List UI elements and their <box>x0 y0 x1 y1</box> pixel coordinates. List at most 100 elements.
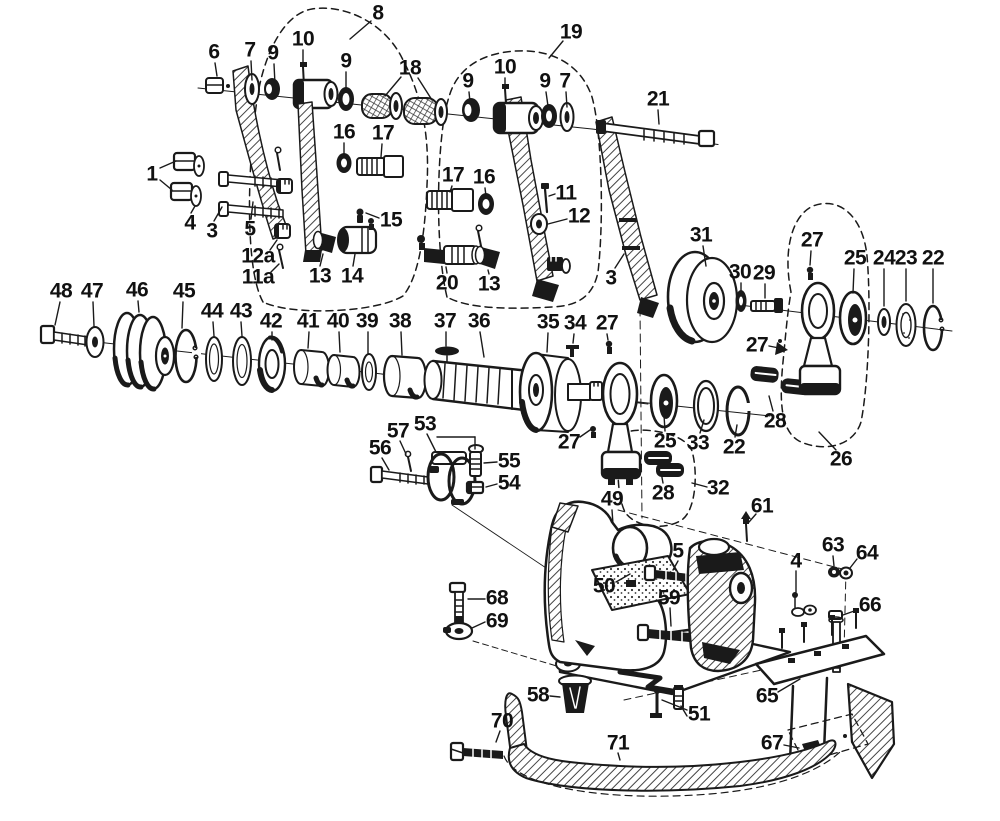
part-number: 54 <box>498 472 521 495</box>
leader-line <box>852 268 855 294</box>
leader-line <box>777 678 801 693</box>
part-number: 15 <box>380 209 403 232</box>
part-label-13: 13 <box>478 269 501 296</box>
leader-line <box>214 62 218 77</box>
part-label-11: 11 <box>548 182 578 205</box>
part-number: 44 <box>201 300 224 323</box>
part-number: 27 <box>558 431 580 454</box>
part-number: 6 <box>208 41 219 64</box>
part-number: 14 <box>341 265 364 288</box>
leader-line <box>479 331 485 358</box>
leader-line <box>349 20 372 40</box>
leader-line <box>614 253 625 269</box>
leader-line <box>565 91 568 108</box>
part-number: 13 <box>478 273 500 296</box>
leader-line <box>549 695 561 698</box>
part-number: 28 <box>764 410 787 433</box>
leader-line <box>818 431 837 451</box>
part-label-51: 51 <box>661 699 711 726</box>
part-number: 9 <box>340 50 351 73</box>
part-number: 12 <box>568 205 590 228</box>
part-number: 42 <box>260 310 282 333</box>
part-label-47: 47 <box>81 280 104 327</box>
part-label-5: 5 <box>244 201 257 241</box>
part-number: 63 <box>822 534 844 557</box>
leader-line <box>783 744 800 749</box>
leader-line <box>579 429 591 438</box>
leader-line <box>680 705 688 717</box>
leader-line <box>212 321 215 337</box>
part-label-16: 16 <box>333 121 356 156</box>
part-number: 37 <box>434 310 456 333</box>
mount-58 <box>558 674 592 713</box>
part-label-27: 27 <box>558 429 591 454</box>
connecting-rod-right <box>798 281 842 396</box>
bolt-55 <box>468 444 484 477</box>
pulley-31 <box>666 250 739 345</box>
part-number: 18 <box>399 57 422 80</box>
part-label-9: 9 <box>340 50 352 93</box>
castle-nut <box>547 257 563 271</box>
part-label-69: 69 <box>471 610 509 633</box>
part-number: 56 <box>369 437 391 460</box>
part-label-48: 48 <box>50 280 73 326</box>
part-label-10: 10 <box>292 28 315 63</box>
part-label-50: 50 <box>593 573 631 598</box>
leader-line <box>617 752 621 761</box>
leader-line <box>699 419 705 434</box>
part-label-64: 64 <box>849 542 879 569</box>
plate-65 <box>754 608 886 765</box>
ball-stud-10b <box>502 84 509 89</box>
part-label-14: 14 <box>341 253 364 288</box>
leader-line <box>691 482 708 488</box>
part-label-25: 25 <box>844 247 867 294</box>
part-number: 39 <box>356 310 378 333</box>
part-number: 55 <box>498 450 521 473</box>
part-label-57: 57 <box>387 420 410 455</box>
leader-line <box>381 457 390 471</box>
leader-line <box>546 332 549 353</box>
leader-line <box>572 333 575 344</box>
fitting-27-rod <box>590 426 596 432</box>
part-number: 26 <box>830 448 852 471</box>
part-number: 71 <box>607 732 630 755</box>
part-label-23: 23 <box>895 247 918 302</box>
part-number: 4 <box>790 550 802 573</box>
leader-line <box>399 440 407 455</box>
part-number: 70 <box>491 710 513 733</box>
leader-line <box>270 263 280 273</box>
idler-shaft-row <box>39 311 642 485</box>
part-label-1: 1 <box>146 160 177 191</box>
part-label-19: 19 <box>548 21 583 59</box>
part-number: 41 <box>297 310 320 333</box>
leader-line <box>748 513 757 523</box>
leader-line <box>213 206 223 222</box>
part-number: 4 <box>184 212 196 235</box>
pins-51 <box>650 685 684 718</box>
leader-line <box>92 301 95 327</box>
part-label-70: 70 <box>491 710 514 743</box>
part-number: 10 <box>494 56 516 79</box>
stud-27-top <box>806 266 814 274</box>
part-label-66: 66 <box>842 594 882 617</box>
leader-line <box>663 414 666 432</box>
ball-stud-10 <box>300 62 307 67</box>
part-number: 57 <box>387 420 409 443</box>
part-number: 40 <box>327 310 349 333</box>
leader-line <box>611 509 614 525</box>
part-label-4: 4 <box>790 550 803 593</box>
part-number: 53 <box>414 413 436 436</box>
group-32-outline <box>617 429 696 528</box>
part-label-26: 26 <box>818 431 853 471</box>
part-number: 50 <box>593 575 615 598</box>
part-number: 16 <box>333 121 355 144</box>
part-number: 47 <box>81 280 103 303</box>
part-number: 31 <box>690 224 713 247</box>
part-number: 27 <box>746 334 768 357</box>
leader-line <box>449 185 453 193</box>
bolt-70 <box>449 741 503 762</box>
part-label-9: 9 <box>539 70 551 107</box>
leader-line <box>426 433 437 453</box>
spacer-38 <box>382 354 428 400</box>
worm-18b <box>403 97 439 125</box>
